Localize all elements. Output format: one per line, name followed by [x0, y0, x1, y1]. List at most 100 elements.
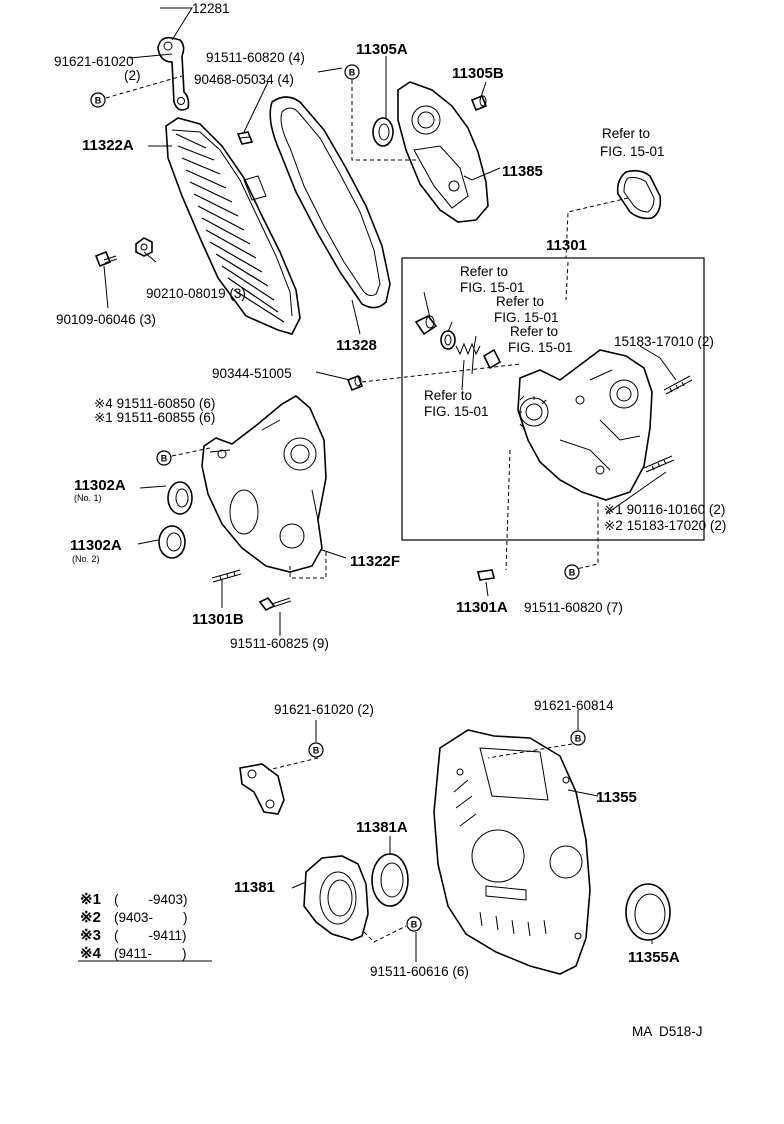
label-refer-c1: Refer to: [496, 294, 544, 309]
label-15183-17020: ※2 15183-17020 (2): [604, 518, 726, 533]
label-90344: 90344-51005: [212, 366, 292, 381]
label-11328: 11328: [336, 337, 377, 354]
part-11322F-cover: [201, 395, 327, 573]
label-refer-b1: Refer to: [460, 264, 508, 279]
label-91511-60820-b: 91511-60820 (7): [524, 600, 623, 615]
subassembly-box-11301: [401, 257, 705, 541]
legend-mark-1: ※1: [80, 891, 101, 908]
bolt-marker-1: B: [90, 92, 106, 108]
label-11302A-2-note: (No. 2): [72, 554, 100, 564]
part-11381-retainer: [303, 855, 369, 941]
label-91621-61020-top-qty: (2): [124, 68, 141, 83]
svg-text:B: B: [95, 96, 102, 106]
label-15183-17010: 15183-17010 (2): [614, 334, 714, 349]
legend: ※1 ( -9403) ※2 (9403- ) ※3 ( -9411) ※4 (…: [78, 891, 212, 962]
part-91511-60825-bolt: [258, 596, 292, 612]
label-11305B: 11305B: [452, 65, 504, 82]
label-refer-e2: FIG. 15-01: [424, 404, 489, 419]
legend-mark-4: ※4: [80, 945, 102, 962]
part-90109-bolt: [94, 250, 118, 268]
leader-lines: [103, 7, 677, 962]
label-11301B: 11301B: [192, 611, 244, 628]
part-90116-stud: [643, 455, 675, 473]
label-refer-a1: Refer to: [602, 126, 650, 141]
label-11302A-1: 11302A: [74, 477, 126, 494]
part-11381A-seal: [371, 853, 409, 907]
part-90468-clip: [236, 131, 254, 145]
svg-text:B: B: [161, 454, 168, 464]
bolt-marker-3: B: [156, 450, 172, 466]
label-90210: 90210-08019 (3): [146, 286, 246, 301]
part-11302A-seal-no2: [158, 525, 186, 559]
label-12281: 12281: [192, 1, 230, 16]
part-ref-valve: [482, 348, 502, 370]
label-11322F: 11322F: [350, 553, 400, 570]
label-91621-61020-b: 91621-61020 (2): [274, 702, 374, 717]
svg-text:B: B: [575, 734, 582, 744]
bolt-marker-7: B: [406, 916, 422, 932]
part-11322A-cover: [165, 117, 301, 335]
label-90468: 90468-05034 (4): [194, 72, 294, 87]
part-ref-gasket: [616, 169, 662, 220]
label-11355: 11355: [596, 789, 637, 806]
legend-mark-3: ※3: [80, 927, 101, 944]
part-ref-spring: [455, 342, 481, 356]
label-91621-60814: 91621-60814: [534, 698, 614, 713]
label-11305A: 11305A: [356, 41, 408, 58]
label-90116: ※1 90116-10160 (2): [604, 502, 725, 517]
label-11355A: 11355A: [628, 949, 680, 966]
label-refer-b2: FIG. 15-01: [460, 280, 525, 295]
svg-text:B: B: [569, 568, 576, 578]
label-refer-c2: FIG. 15-01: [494, 310, 559, 325]
bolt-marker-2: B: [344, 64, 360, 80]
figure-code: MA D518-J: [632, 1024, 703, 1039]
part-90344-plug: [346, 374, 364, 392]
part-90210-nut: [135, 237, 153, 257]
label-91621-61020-top: 91621-61020: [54, 54, 134, 69]
label-11302A-2: 11302A: [70, 537, 122, 554]
bolt-marker-5: B: [308, 742, 324, 758]
label-91511-60850: ※4 91511-60850 (6): [94, 396, 215, 411]
label-11302A-1-note: (No. 1): [74, 493, 102, 503]
legend-range-2: (9403- ): [114, 910, 188, 925]
label-11301: 11301: [546, 237, 587, 254]
label-11322A: 11322A: [82, 137, 134, 154]
part-11305A-seal: [372, 117, 394, 147]
part-11301-housing: [517, 349, 653, 501]
part-11302A-seal-no1: [167, 481, 193, 515]
label-11385: 11385: [502, 163, 543, 180]
part-11385-plate: [397, 81, 489, 223]
part-12281-bracket: [157, 36, 190, 111]
legend-mark-2: ※2: [80, 909, 101, 926]
label-refer-a2: FIG. 15-01: [600, 144, 665, 159]
part-ref-ring: [440, 330, 456, 350]
part-11301A-pin: [477, 569, 495, 581]
legend-range-3: ( -9411): [114, 928, 187, 943]
label-11381: 11381: [234, 879, 275, 896]
part-lower-bracket: [239, 763, 285, 815]
label-11301A: 11301A: [456, 599, 508, 616]
part-11301B-stud: [211, 569, 242, 583]
svg-text:B: B: [411, 920, 418, 930]
bolt-marker-4: B: [564, 564, 580, 580]
bolt-marker-6: B: [570, 730, 586, 746]
label-91511-60855: ※1 91511-60855 (6): [94, 410, 215, 425]
part-11328-gasket: [269, 96, 391, 309]
part-labels: 12281 91621-61020 (2) 91511-60820 (4) 90…: [54, 1, 726, 979]
svg-text:B: B: [313, 746, 320, 756]
legend-range-4: (9411- ): [114, 946, 187, 961]
label-refer-d2: FIG. 15-01: [508, 340, 573, 355]
label-91511-60825: 91511-60825 (9): [230, 636, 329, 651]
legend-range-1: ( -9403): [114, 892, 188, 907]
label-11381A: 11381A: [356, 819, 408, 836]
label-refer-d1: Refer to: [510, 324, 558, 339]
svg-text:B: B: [349, 68, 356, 78]
label-90109: 90109-06046 (3): [56, 312, 156, 327]
label-refer-e1: Refer to: [424, 388, 472, 403]
part-15183-17010-stud: [663, 375, 693, 395]
part-ref-plug: [414, 314, 438, 336]
label-91511-60616: 91511-60616 (6): [370, 964, 469, 979]
label-91511-60820-top: 91511-60820 (4): [206, 50, 305, 65]
part-11355A-cover: [625, 883, 671, 941]
